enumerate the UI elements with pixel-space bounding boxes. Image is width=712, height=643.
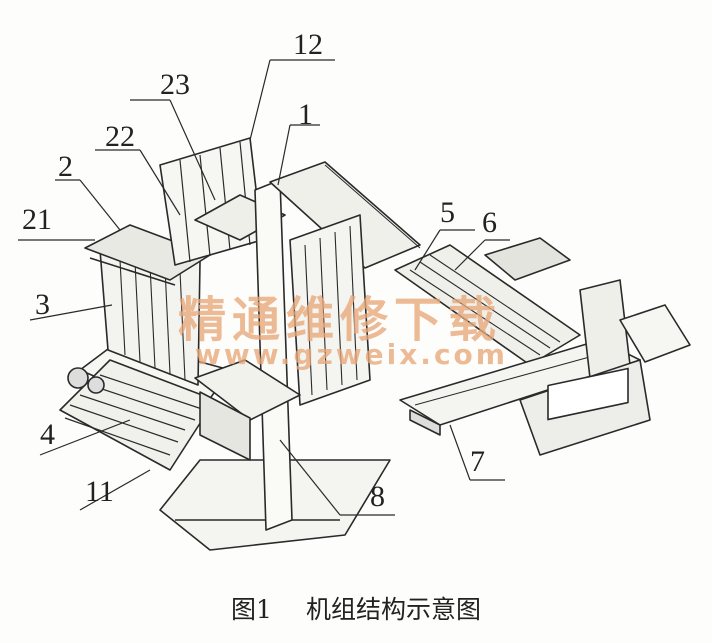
right-conveyor-upper bbox=[394, 244, 581, 366]
part-label-21: 21 bbox=[22, 203, 52, 236]
part-label-22: 22 bbox=[105, 120, 135, 153]
figure-title: 机组结构示意图 bbox=[305, 595, 481, 624]
part-label-1: 1 bbox=[298, 98, 313, 131]
watermark-url: www.gzweix.com bbox=[195, 338, 508, 371]
part-label-5: 5 bbox=[440, 196, 455, 229]
tray bbox=[194, 359, 301, 421]
part-label-23: 23 bbox=[160, 68, 190, 101]
figure-number: 图1 bbox=[231, 595, 272, 624]
part-label-8: 8 bbox=[370, 480, 385, 513]
figure-caption: 图1 机组结构示意图 bbox=[0, 590, 712, 626]
part-label-4: 4 bbox=[40, 418, 55, 451]
part-label-3: 3 bbox=[35, 288, 50, 321]
watermark-text: 精通维修下载 bbox=[178, 292, 503, 348]
part-label-6: 6 bbox=[482, 206, 497, 239]
part-label-11: 11 bbox=[85, 475, 114, 508]
motor-housing bbox=[484, 237, 571, 281]
magazine-slots bbox=[119, 259, 186, 381]
part-label-12: 12 bbox=[293, 28, 323, 61]
part-label-2: 2 bbox=[58, 150, 73, 183]
conveyor-rollers bbox=[64, 374, 206, 456]
outfeed bbox=[619, 304, 691, 363]
leader-lines bbox=[18, 59, 510, 516]
part-label-7: 7 bbox=[470, 445, 485, 478]
